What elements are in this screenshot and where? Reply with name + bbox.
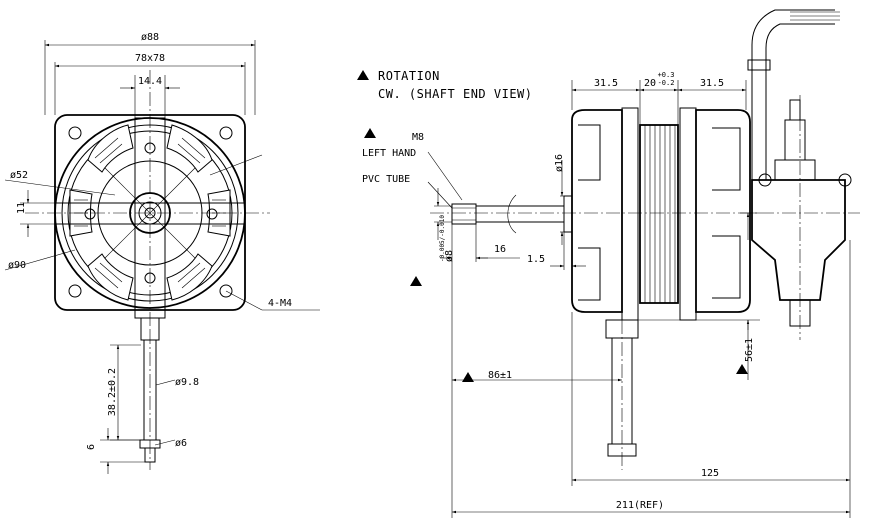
notes: ROTATION CW. (SHAFT END VIEW) M8 LEFT HA…: [357, 69, 533, 209]
rotation-title: ROTATION: [378, 69, 440, 83]
dim-inner-dia: ø52: [10, 170, 28, 181]
dim-slot: 11: [16, 202, 27, 214]
dim-shaft: ø8: [444, 250, 455, 262]
thread-dim: 16: [440, 222, 520, 262]
front-flange: [621, 107, 639, 321]
dim-core-tol-lower: -0.2: [658, 79, 675, 87]
mounting-hole: [219, 126, 233, 140]
dim-thread-len: 16: [494, 244, 506, 255]
front-view: ø88 78x78 14.4 ø52 11 ø90 4-M4 38.2±0.2: [4, 32, 320, 474]
dim-total: 211(REF): [616, 500, 664, 511]
triangle-icon: [364, 128, 376, 138]
rear-cover: [695, 109, 751, 313]
dim-shaft-dia: ø9.8: [175, 377, 199, 388]
triangle-icon: [736, 364, 748, 374]
triangle-icon: [462, 372, 474, 382]
pvc-tube: [451, 203, 477, 225]
dim-overall: ø88: [141, 32, 159, 43]
step-dim: 1.5: [527, 232, 586, 270]
shaft-collar: [563, 195, 573, 233]
side-view: 31.5 20 +0.3 -0.2 31.5 ø16 ø8 -0.005/-0.…: [410, 9, 860, 518]
dim-outer-dia: ø90: [8, 260, 26, 271]
bracket-bolt: [84, 208, 96, 220]
dim-body: 125: [701, 468, 719, 479]
dim-core: 20: [644, 78, 656, 89]
collar-dim: ø16: [554, 154, 565, 245]
mounting-hole: [68, 284, 82, 298]
dim-step: 1.5: [527, 254, 545, 265]
dim-shaft-width: 14.4: [138, 76, 162, 87]
side-top-dims: 31.5 20 +0.3 -0.2 31.5: [571, 71, 747, 125]
dim-shaft-tol: -0.005/-0.010: [439, 215, 446, 262]
rotation-arrow: [507, 194, 517, 234]
front-cover: [571, 109, 623, 313]
mounting-hole: [68, 126, 82, 140]
dim-211: 211(REF): [452, 500, 850, 514]
dim-shaft-length: 38.2±0.2: [107, 368, 118, 416]
thread-hand: LEFT HAND: [362, 148, 416, 159]
dim-86: 86±1: [451, 262, 622, 518]
front-shaft: [475, 205, 565, 223]
rear-flange: [679, 107, 697, 321]
front-left-dims: ø52 11 ø90: [4, 170, 116, 271]
wire-conduit: [751, 9, 835, 180]
tube-label: PVC TUBE: [362, 174, 410, 185]
mounting-hole: [219, 284, 233, 298]
dim-collar: ø16: [554, 154, 565, 172]
dim-56: 56±1: [638, 212, 760, 380]
dim-left-gap: 31.5: [594, 78, 618, 89]
dim-height: 56±1: [744, 338, 755, 362]
front-lower-dims: 38.2±0.2 ø9.8 ø6 6: [86, 344, 199, 474]
triangle-icon: [410, 276, 422, 286]
dim-tip-dia: ø6: [175, 438, 187, 449]
dim-tip-len: 6: [86, 444, 97, 450]
front-top-dims: ø88 78x78 14.4: [44, 32, 256, 118]
rotation-direction: CW. (SHAFT END VIEW): [378, 87, 533, 101]
dim-core-tol-upper: +0.3: [658, 71, 675, 79]
dim-right-gap: 31.5: [700, 78, 724, 89]
thread-size: M8: [412, 132, 424, 143]
dim-shaft-to-mount: 86±1: [488, 370, 512, 381]
bracket-bolt: [206, 208, 218, 220]
gearbox: [751, 179, 846, 301]
dim-square: 78x78: [135, 53, 165, 64]
triangle-icon: [357, 70, 369, 80]
dim-holes: 4-M4: [268, 298, 292, 309]
shaft-dim: ø8 -0.005/-0.010: [410, 188, 455, 286]
stator-core: [639, 124, 679, 304]
dim-125: 125: [571, 240, 851, 518]
